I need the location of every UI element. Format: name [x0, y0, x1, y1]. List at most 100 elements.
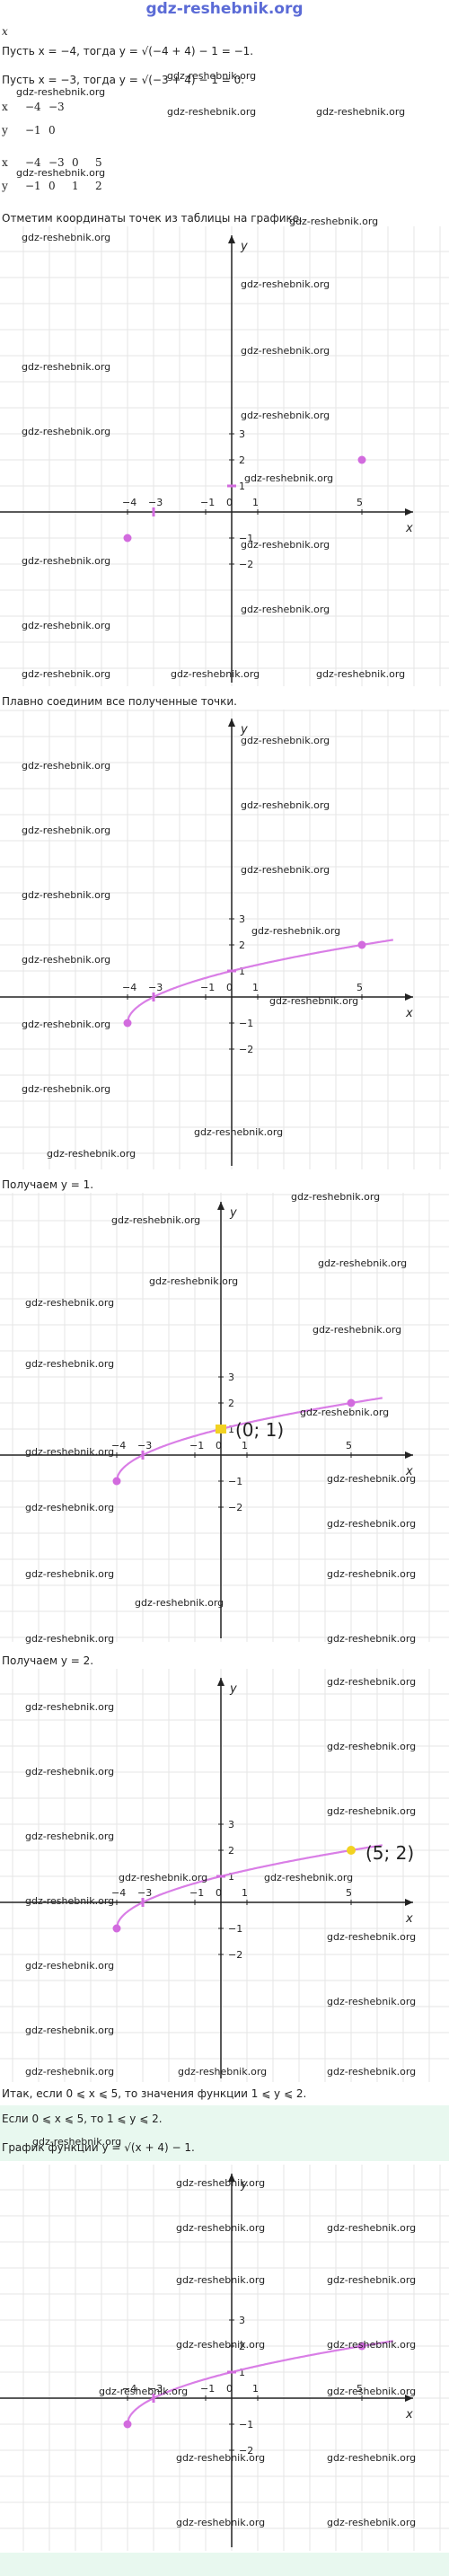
table-row: y −1 0 1 2	[2, 171, 119, 201]
watermark: gdz-reshebnik.org	[241, 278, 330, 290]
data-point	[112, 1924, 121, 1933]
y-tick-label: −2	[228, 1949, 242, 1961]
y-tick-label: 3	[239, 2315, 245, 2326]
y-axis-label: y	[240, 240, 248, 253]
x-tick-label: −1	[200, 497, 215, 508]
y-tick-label: −1	[239, 1018, 253, 1029]
x-tick-label: −4	[111, 1440, 126, 1451]
highlight-point	[347, 1846, 356, 1855]
x-tick-label: −3	[137, 1887, 152, 1899]
watermark: gdz-reshebnik.org	[22, 426, 111, 437]
watermark: gdz-reshebnik.org	[241, 410, 330, 421]
watermark: gdz-reshebnik.org	[241, 799, 330, 811]
y-tick-label: 3	[239, 428, 245, 440]
watermark: gdz-reshebnik.org	[16, 167, 106, 179]
watermark: gdz-reshebnik.org	[327, 2452, 417, 2464]
grid	[0, 226, 449, 686]
table-row: x −4 −3	[2, 99, 72, 115]
x-axis-label: x	[405, 1007, 413, 1020]
watermark: gdz-reshebnik.org	[264, 1872, 354, 1883]
watermark: gdz-reshebnik.org	[25, 1895, 115, 1907]
x-axis-arrow	[405, 508, 413, 516]
watermark: gdz-reshebnik.org	[313, 1324, 402, 1336]
footer-band	[0, 2553, 449, 2576]
watermark: gdz-reshebnik.org	[327, 1633, 417, 1645]
y-axis-label: y	[240, 2178, 248, 2192]
table-cell: 1	[72, 180, 79, 192]
y-tick-label: 1	[239, 2367, 245, 2378]
table-cell: −3	[48, 101, 65, 113]
y-tick-label: 2	[239, 2341, 245, 2352]
watermark: gdz-reshebnik.org	[22, 232, 111, 243]
table-cell: 5	[95, 156, 102, 169]
x-tick-label: −1	[200, 982, 215, 993]
table-cell: −4	[25, 101, 41, 113]
watermark: gdz-reshebnik.org	[47, 1148, 136, 1160]
watermark: gdz-reshebnik.org	[22, 825, 111, 836]
y-tick-label: 1	[228, 1871, 234, 1883]
site-title[interactable]: gdz-reshebnik.org	[145, 0, 304, 18]
watermark: gdz-reshebnik.org	[135, 1597, 224, 1609]
label-mark-points: Отметим координаты точек из таблицы на г…	[2, 212, 303, 225]
watermark: gdz-reshebnik.org	[22, 1083, 111, 1095]
watermark: gdz-reshebnik.org	[327, 2066, 417, 2078]
watermark: gdz-reshebnik.org	[32, 2136, 122, 2148]
x-tick-label: −4	[122, 982, 136, 993]
function-curve	[115, 1844, 383, 1929]
watermark: gdz-reshebnik.org	[25, 1960, 115, 1972]
data-point	[123, 534, 132, 543]
table-cell: −1	[25, 180, 41, 192]
watermark: gdz-reshebnik.org	[178, 2066, 268, 2078]
table-cell: x	[2, 101, 8, 113]
table-cell: 0	[72, 156, 79, 169]
watermark: gdz-reshebnik.org	[241, 864, 330, 876]
x-tick-label: 5	[346, 1440, 352, 1451]
table-cell: y	[2, 180, 8, 192]
y-tick-label: 2	[228, 1398, 234, 1409]
watermark: gdz-reshebnik.org	[25, 1502, 115, 1513]
watermark: gdz-reshebnik.org	[119, 1872, 208, 1883]
watermark: gdz-reshebnik.org	[25, 2025, 115, 2036]
x-tick-label: 1	[242, 1440, 248, 1451]
point-annotation: (0; 1)	[235, 1419, 284, 1441]
watermark: gdz-reshebnik.org	[269, 995, 359, 1007]
watermark: gdz-reshebnik.org	[318, 1257, 408, 1269]
watermark: gdz-reshebnik.org	[327, 2222, 417, 2234]
x-axis-label: x	[405, 522, 413, 535]
watermark: gdz-reshebnik.org	[25, 1766, 115, 1778]
answer-panel: Если 0 ⩽ x ⩽ 5, то 1 ⩽ y ⩽ 2. График фун…	[0, 2105, 449, 2161]
watermark: gdz-reshebnik.org	[99, 2386, 189, 2397]
x-tick-label: −3	[148, 497, 163, 508]
grid	[0, 1193, 449, 1642]
y-axis-arrow	[228, 719, 235, 727]
watermark: gdz-reshebnik.org	[251, 925, 341, 937]
table-cell: −1	[25, 124, 41, 137]
watermark: gdz-reshebnik.org	[327, 2386, 417, 2397]
y-axis-arrow	[217, 1202, 224, 1210]
function-curve	[126, 939, 393, 1024]
label-connect-points: Плавно соединим все полученные точки.	[2, 695, 237, 708]
x-tick-label: 0	[226, 2383, 233, 2395]
watermark: gdz-reshebnik.org	[22, 1019, 111, 1030]
watermark: gdz-reshebnik.org	[327, 2339, 417, 2351]
x-tick-label: 1	[252, 2383, 259, 2395]
data-point	[123, 1019, 132, 1028]
watermark: gdz-reshebnik.org	[25, 1297, 115, 1309]
watermark: gdz-reshebnik.org	[167, 70, 257, 82]
y-tick-label: 1	[239, 481, 245, 492]
watermark: gdz-reshebnik.org	[327, 2274, 417, 2286]
x-tick-label: 0	[216, 1440, 222, 1451]
label-get-y1: Получаем y = 1.	[2, 1178, 94, 1191]
table-row: y −1 0	[2, 115, 72, 146]
watermark: gdz-reshebnik.org	[149, 1275, 239, 1287]
x-tick-label: −1	[189, 1440, 204, 1451]
watermark: gdz-reshebnik.org	[241, 604, 330, 615]
watermark: gdz-reshebnik.org	[327, 1996, 417, 2007]
function-curve	[126, 2340, 393, 2425]
